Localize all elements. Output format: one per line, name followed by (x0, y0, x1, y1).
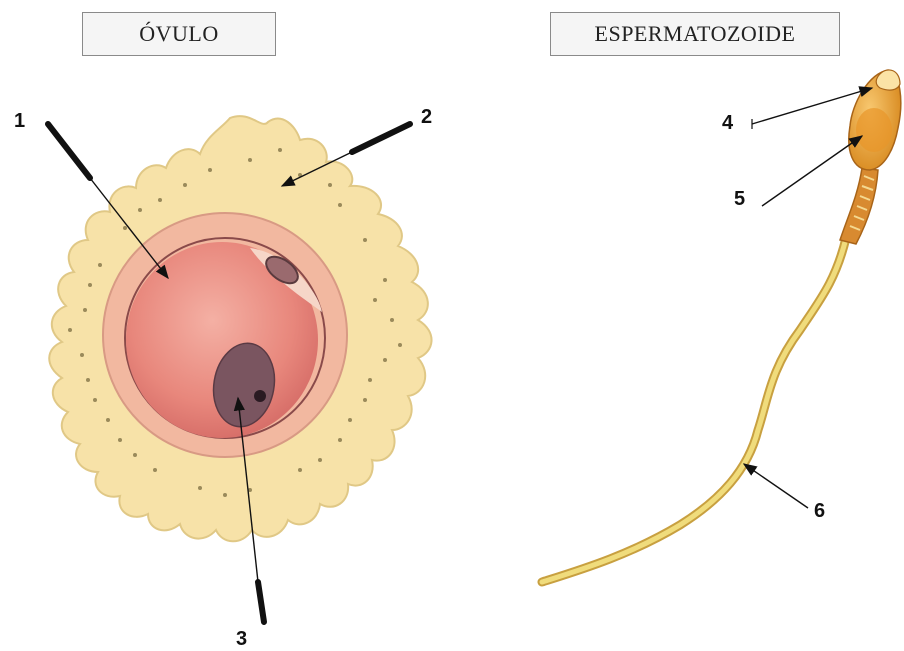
label-1: 1 (14, 110, 25, 133)
label-4: 4 (722, 112, 733, 135)
sperm-nucleus (856, 108, 892, 152)
label-6: 6 (814, 500, 825, 523)
ovum (49, 116, 431, 541)
nucleolus (254, 390, 266, 402)
sperm-tail (542, 238, 846, 582)
label-2: 2 (421, 106, 432, 129)
label-5: 5 (734, 188, 745, 211)
label-3: 3 (236, 628, 247, 651)
